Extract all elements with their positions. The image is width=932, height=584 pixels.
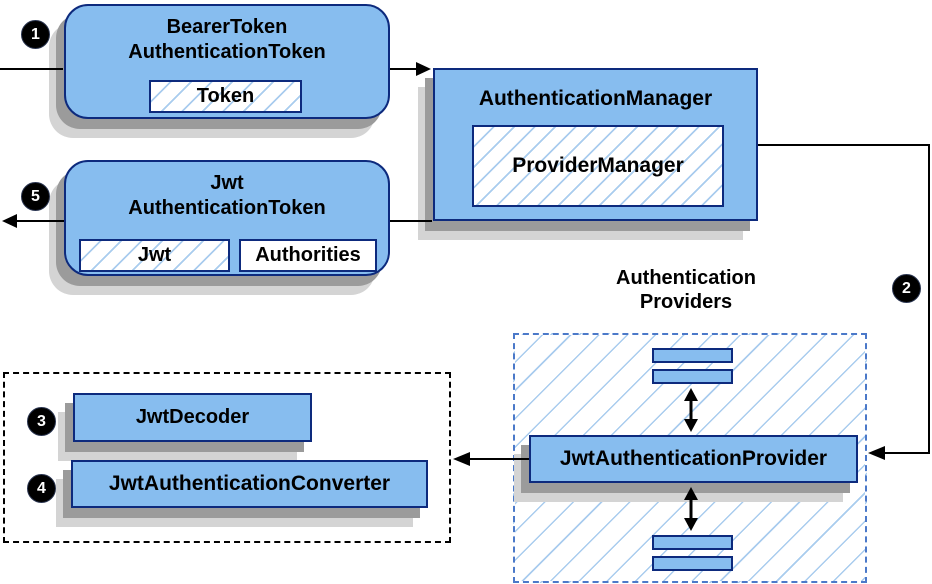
arrow-result-out	[2, 214, 64, 228]
jwt-authentication-provider-label: JwtAuthenticationProvider	[559, 447, 828, 470]
step-3-badge: 3	[27, 407, 56, 436]
authentication-providers-label-line2: Providers	[639, 291, 733, 313]
step-2-number: 2	[902, 279, 911, 297]
jwt-chip-label: Jwt	[137, 244, 172, 266]
provider-stack-bar-top-1	[652, 348, 733, 363]
authentication-providers-label-line1: Authentication	[616, 267, 756, 289]
step-4-badge: 4	[27, 474, 56, 503]
provider-manager-chip: ProviderManager	[472, 125, 724, 207]
step-3-number: 3	[37, 412, 46, 430]
step-5-badge: 5	[21, 182, 50, 211]
step-4-number: 4	[37, 479, 46, 497]
jwt-decoder-label: JwtDecoder	[135, 406, 250, 428]
bearer-token-authentication-token-box: BearerToken AuthenticationToken Token	[64, 4, 390, 119]
authentication-manager-title: AuthenticationManager	[478, 87, 713, 110]
jwt-authentication-converter-label: JwtAuthenticationConverter	[108, 472, 391, 495]
provider-manager-chip-label: ProviderManager	[512, 154, 684, 177]
arrow-bearer-to-manager	[390, 62, 431, 76]
step-5-number: 5	[31, 187, 40, 205]
jwt-authentication-token-box: Jwt AuthenticationToken Jwt Authorities	[64, 160, 390, 276]
provider-stack-bar-bottom-2	[652, 556, 733, 571]
authorities-chip: Authorities	[239, 239, 377, 272]
jwt-decoder-box: JwtDecoder	[73, 393, 312, 442]
token-chip: Token	[149, 80, 302, 113]
jwt-token-title-line1: Jwt	[210, 172, 244, 194]
step-1-badge: 1	[21, 20, 50, 49]
authentication-providers-label: Authentication Providers	[560, 266, 812, 314]
provider-stack-bar-top-2	[652, 369, 733, 384]
jwt-chip: Jwt	[79, 239, 230, 272]
step-2-badge: 2	[892, 274, 921, 303]
authentication-manager-box: AuthenticationManager ProviderManager	[433, 68, 758, 221]
provider-stack-bar-bottom-1	[652, 535, 733, 550]
authorities-chip-label: Authorities	[255, 244, 361, 266]
step-1-number: 1	[31, 25, 40, 43]
jwt-token-title-line2: AuthenticationToken	[128, 197, 326, 219]
bearer-token-title-line1: BearerToken	[166, 16, 288, 38]
jwt-authentication-converter-box: JwtAuthenticationConverter	[71, 460, 428, 508]
jwt-authentication-provider-box: JwtAuthenticationProvider	[529, 435, 858, 483]
bearer-token-title-line2: AuthenticationToken	[128, 41, 326, 63]
token-chip-label: Token	[196, 85, 255, 107]
